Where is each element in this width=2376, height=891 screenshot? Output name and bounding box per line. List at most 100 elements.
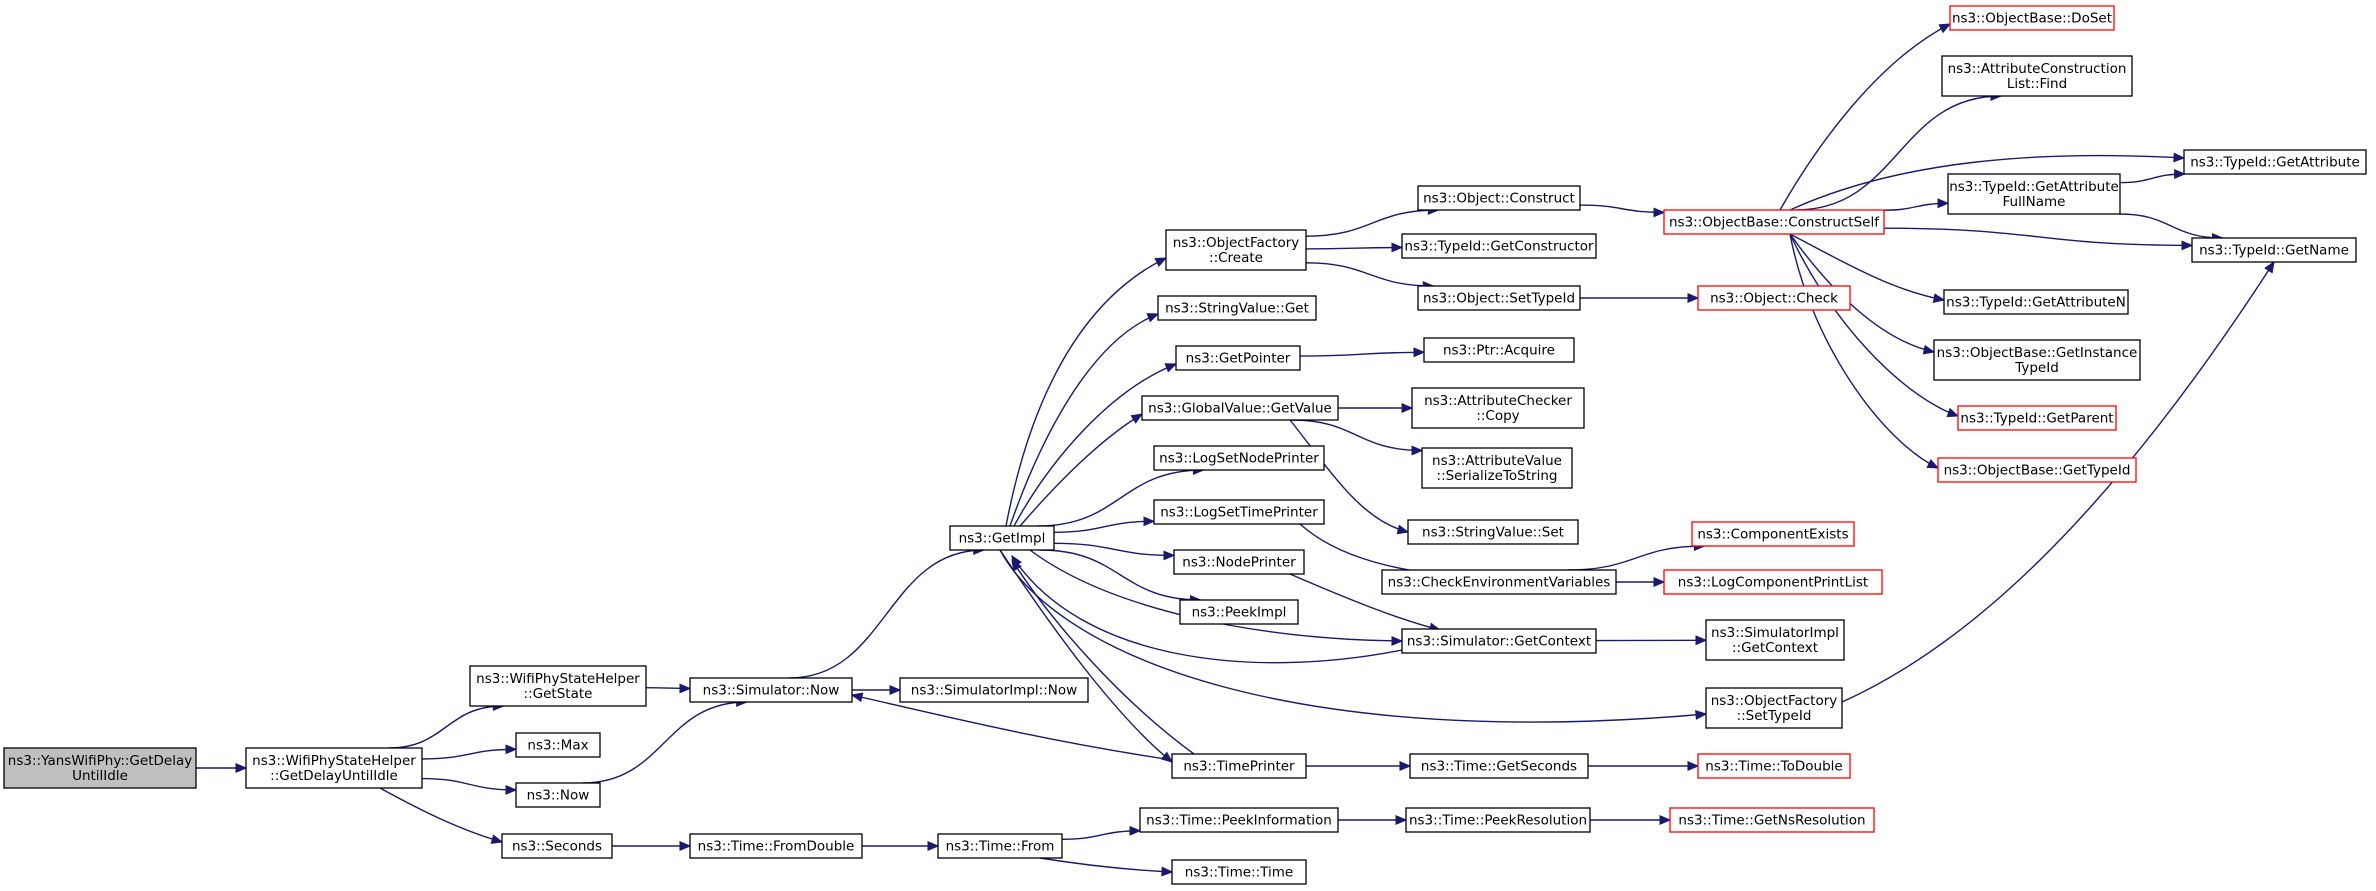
node-sv-set[interactable]: ns3::StringValue::Set — [1407, 519, 1579, 545]
node-wpsh-delay[interactable]: ns3::WifiPhyStateHelper::GetDelayUntilId… — [245, 747, 423, 789]
node-box — [1417, 185, 1581, 211]
arrow-head — [679, 683, 692, 694]
node-tid-getconstructor[interactable]: ns3::TypeId::GetConstructor — [1401, 233, 1597, 259]
node-logsetnodeprinter[interactable]: ns3::LogSetNodePrinter — [1153, 445, 1325, 471]
edge-line — [999, 549, 1173, 763]
arrow-head — [1391, 635, 1404, 646]
node-gv-getvalue[interactable]: ns3::GlobalValue::GetValue — [1141, 395, 1339, 421]
node-compexists[interactable]: ns3::ComponentExists — [1691, 521, 1855, 547]
node-now[interactable]: ns3::Now — [515, 782, 601, 808]
arrow-head — [1130, 413, 1144, 424]
node-label: ns3::WifiPhyStateHelper — [252, 753, 416, 769]
edge-wpsh-delay-to-max — [421, 744, 518, 760]
node-simimpl-getcontext[interactable]: ns3::SimulatorImpl::GetContext — [1705, 619, 1845, 661]
node-ob-constructself[interactable]: ns3::ObjectBase::ConstructSelf — [1663, 209, 1885, 235]
node-tid-getname[interactable]: ns3::TypeId::GetName — [2191, 237, 2357, 263]
edge-line — [1053, 520, 1155, 533]
node-time-time[interactable]: ns3::Time::Time — [1171, 859, 1307, 885]
edge-sim-getcontext-to-simimpl-getcontext — [1595, 635, 1708, 646]
arrow-head — [850, 692, 864, 703]
node-obj-settypeid[interactable]: ns3::Object::SetTypeId — [1417, 285, 1581, 311]
node-logsettimeprinter[interactable]: ns3::LogSetTimePrinter — [1153, 499, 1325, 525]
node-tid-getattrn[interactable]: ns3::TypeId::GetAttributeN — [1943, 289, 2129, 315]
node-tid-getattr[interactable]: ns3::TypeId::GetAttribute — [2183, 149, 2367, 175]
node-attrvalue-ser[interactable]: ns3::AttributeValue::SerializeToString — [1421, 447, 1573, 489]
node-simimpl-now[interactable]: ns3::SimulatorImpl::Now — [899, 677, 1089, 703]
node-checkenv[interactable]: ns3::CheckEnvironmentVariables — [1381, 569, 1617, 595]
node-label: ::Copy — [1476, 408, 1519, 424]
node-peekimpl[interactable]: ns3::PeekImpl — [1179, 599, 1299, 625]
edge-line — [1009, 313, 1159, 527]
edge-line — [388, 705, 504, 749]
node-sv-get[interactable]: ns3::StringValue::Get — [1157, 295, 1317, 321]
node-time-getseconds[interactable]: ns3::Time::GetSeconds — [1409, 753, 1589, 779]
edge-line — [1040, 549, 1201, 601]
node-label: ::GetContext — [1732, 640, 1818, 656]
node-nodeprinter[interactable]: ns3::NodePrinter — [1173, 549, 1305, 575]
node-time-todouble[interactable]: ns3::Time::ToDouble — [1697, 753, 1851, 779]
node-logcompprint[interactable]: ns3::LogComponentPrintList — [1663, 569, 1883, 595]
node-time-getnsres[interactable]: ns3::Time::GetNsResolution — [1669, 807, 1875, 833]
node-seconds[interactable]: ns3::Seconds — [501, 833, 613, 859]
edge-ob-constructself-to-tid-getattrfull — [1883, 198, 1950, 211]
edge-line — [1789, 233, 1959, 417]
node-obj-check[interactable]: ns3::Object::Check — [1697, 285, 1851, 311]
arrow-head — [1926, 458, 1940, 469]
node-label: ns3::LogSetNodePrinter — [1159, 451, 1319, 467]
node-box — [1957, 405, 2117, 431]
node-ob-gettypeid[interactable]: ns3::ObjectBase::GetTypeId — [1937, 457, 2137, 483]
arrow-head — [1129, 825, 1142, 836]
node-label: ns3::LogComponentPrintList — [1678, 575, 1868, 591]
edge-line — [1789, 154, 2185, 211]
edge-line — [1005, 257, 1167, 527]
node-box — [1705, 619, 1845, 661]
node-time-peekinfo[interactable]: ns3::Time::PeekInformation — [1139, 807, 1339, 833]
node-sim-now[interactable]: ns3::Simulator::Now — [689, 677, 853, 703]
node-box — [949, 525, 1055, 551]
node-box — [1417, 285, 1581, 311]
node-getimpl[interactable]: ns3::GetImpl — [949, 525, 1055, 551]
node-box — [1663, 209, 1885, 235]
node-timeprinter[interactable]: ns3::TimePrinter — [1171, 753, 1307, 779]
node-of-settypeid[interactable]: ns3::ObjectFactory::SetTypeId — [1705, 687, 1843, 729]
node-time-peekres[interactable]: ns3::Time::PeekResolution — [1405, 807, 1591, 833]
node-tid-getparent[interactable]: ns3::TypeId::GetParent — [1957, 405, 2117, 431]
node-getpointer[interactable]: ns3::GetPointer — [1175, 345, 1301, 371]
node-label: ns3::TypeId::GetAttribute — [2190, 155, 2360, 171]
node-label: ns3::Time::FromDouble — [698, 839, 855, 855]
edge-line — [1789, 233, 1939, 469]
node-box — [1401, 628, 1597, 654]
edge-of-create-to-tid-getconstructor — [1305, 242, 1404, 253]
edge-line — [1567, 545, 1705, 571]
node-label: ns3::GetImpl — [959, 531, 1046, 547]
node-obj-construct[interactable]: ns3::Object::Construct — [1417, 185, 1581, 211]
node-time-from[interactable]: ns3::Time::From — [937, 833, 1063, 859]
node-max[interactable]: ns3::Max — [515, 732, 601, 758]
node-box — [515, 732, 601, 758]
edge-time-from-to-time-peekinfo — [1061, 825, 1142, 840]
node-root[interactable]: ns3::YansWifiPhy::GetDelayUntilIdle — [3, 747, 197, 789]
edge-ob-constructself-to-tid-getattrn — [1789, 233, 1946, 303]
node-wpsh-state[interactable]: ns3::WifiPhyStateHelper::GetState — [469, 665, 647, 707]
node-of-create[interactable]: ns3::ObjectFactory::Create — [1165, 229, 1307, 271]
node-label: ns3::Time::PeekInformation — [1146, 813, 1332, 829]
node-ob-doset[interactable]: ns3::ObjectBase::DoSet — [1949, 5, 2115, 31]
node-box — [1407, 519, 1579, 545]
arrow-head — [679, 841, 692, 851]
edge-wpsh-delay-to-seconds — [379, 787, 504, 844]
node-ptr-acquire[interactable]: ns3::Ptr::Acquire — [1423, 337, 1575, 363]
nodes-layer: ns3::YansWifiPhy::GetDelayUntilIdlens3::… — [3, 5, 2367, 885]
edge-getimpl-to-nodeprinter — [1053, 542, 1176, 561]
node-time-fromdouble[interactable]: ns3::Time::FromDouble — [689, 833, 863, 859]
node-label: ns3::ObjectBase::GetInstance — [1937, 345, 2138, 361]
edge-line — [582, 701, 747, 784]
edge-root-to-wpsh-delay — [195, 763, 248, 773]
node-label: ns3::Time::From — [946, 839, 1055, 855]
node-sim-getcontext[interactable]: ns3::Simulator::GetContext — [1401, 628, 1597, 654]
node-attrchecker-copy[interactable]: ns3::AttributeChecker::Copy — [1411, 387, 1585, 429]
edge-ob-constructself-to-ob-doset — [1779, 23, 1952, 211]
